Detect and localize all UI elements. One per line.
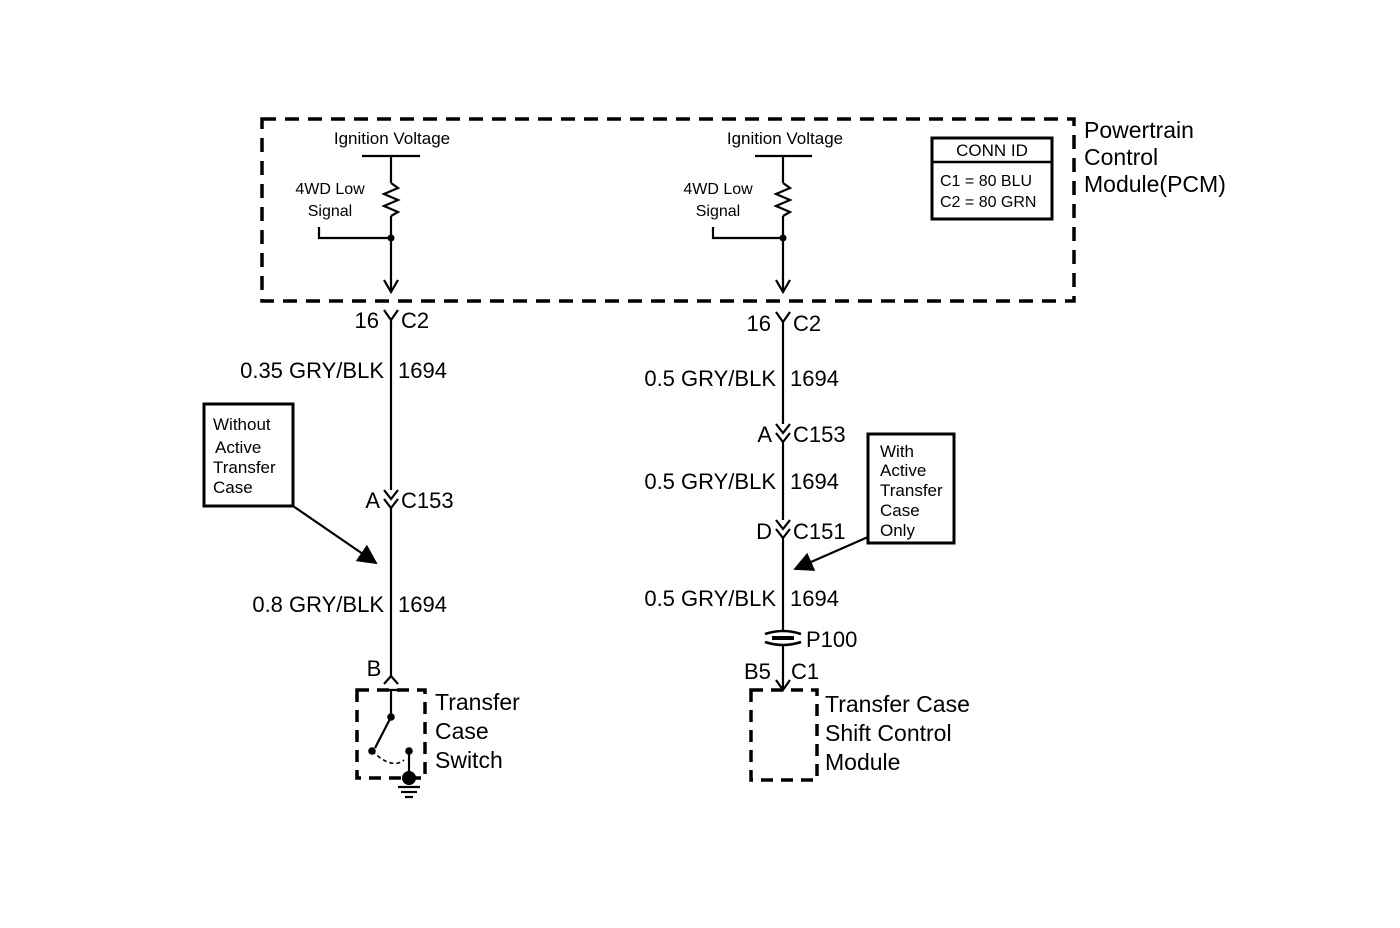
resistor-left [381, 182, 401, 217]
left-note-line-2: Active [215, 438, 261, 457]
arrow-right-pcm [775, 279, 791, 295]
right-c2-pin: 16 [747, 311, 771, 336]
module-pin-b5: B5 [744, 659, 771, 684]
left-c2-connector: C2 [401, 308, 429, 333]
left-note-arrow [292, 505, 378, 565]
ground-icon [398, 785, 420, 799]
transfer-case-switch-outline [355, 688, 427, 780]
connector-b-symbol [383, 674, 399, 685]
connector-c153-right-symbol [775, 423, 791, 435]
left-note-box: Without Active Transfer Case [202, 402, 295, 508]
module-connector-c1: C1 [791, 659, 819, 684]
right-c151-connector: C151 [793, 519, 846, 544]
right-wire2-gauge: 0.5 GRY/BLK [644, 469, 776, 494]
right-wire1-gauge: 0.5 GRY/BLK [644, 366, 776, 391]
right-note-box: With Active Transfer Case Only [866, 432, 956, 545]
left-wire2-circuit: 1694 [398, 592, 447, 617]
right-note-arrow [793, 535, 869, 571]
signal-right-line-2: Signal [696, 203, 740, 220]
left-note-line-4: Case [213, 478, 253, 497]
switch-contact [374, 716, 392, 749]
conn-id-c2: C2 = 80 GRN [940, 194, 1036, 211]
right-wire3-gauge: 0.5 GRY/BLK [644, 586, 776, 611]
signal-left-line-2: Signal [308, 203, 352, 220]
left-component-line-2: Case [435, 718, 489, 744]
ignition-voltage-right-label: Ignition Voltage [727, 129, 843, 148]
pcm-name-line-1: Powertrain [1084, 117, 1194, 143]
right-note-line-1: With [880, 442, 914, 461]
ignition-voltage-left-label: Ignition Voltage [334, 129, 450, 148]
right-component-line-2: Shift Control [825, 720, 952, 746]
pcm-boundary [260, 117, 1076, 303]
connector-c153-left-symbol [383, 489, 399, 501]
connector-c151-symbol [775, 519, 791, 531]
conn-id-c1: C1 = 80 BLU [940, 173, 1032, 190]
left-note-line-3: Transfer [213, 458, 276, 477]
connector-c2-left-symbol [383, 309, 399, 322]
left-circuit: 16 C2 0.35 GRY/BLK 1694 A C153 0.8 GRY/B… [202, 308, 520, 799]
right-wire3-circuit: 1694 [790, 586, 839, 611]
pcm-right-internal: Ignition Voltage 4WD Low Signal [683, 129, 843, 295]
shift-control-module-outline [749, 688, 819, 782]
right-wire2-circuit: 1694 [790, 469, 839, 494]
right-c153-pin: A [757, 422, 772, 447]
right-note-line-5: Only [880, 521, 915, 540]
connector-c2-right-symbol [775, 311, 791, 324]
right-wire1-circuit: 1694 [790, 366, 839, 391]
passthrough-p100-label: P100 [806, 627, 857, 652]
right-component-line-1: Transfer Case [825, 691, 970, 717]
right-c2-connector: C2 [793, 311, 821, 336]
right-note-line-2: Active [880, 461, 926, 480]
right-circuit: 16 C2 0.5 GRY/BLK 1694 A C153 0.5 GRY/BL… [644, 311, 970, 782]
right-note-line-3: Transfer [880, 481, 943, 500]
left-wire1-circuit: 1694 [398, 358, 447, 383]
left-c2-pin: 16 [355, 308, 379, 333]
right-c153-connector: C153 [793, 422, 846, 447]
signal-left-line-1: 4WD Low [295, 181, 365, 198]
signal-right-line-1: 4WD Low [683, 181, 753, 198]
arrow-left-pcm [383, 279, 399, 295]
left-c153-pin: A [365, 488, 380, 513]
right-component-line-3: Module [825, 749, 900, 775]
pcm-name-line-3: Module(PCM) [1084, 171, 1226, 197]
left-wire2-gauge: 0.8 GRY/BLK [252, 592, 384, 617]
left-wire1-gauge: 0.35 GRY/BLK [240, 358, 384, 383]
pcm-name-line-2: Control [1084, 144, 1158, 170]
passthrough-p100-symbol [764, 629, 802, 647]
right-c151-pin: D [756, 519, 772, 544]
pcm-left-internal: Ignition Voltage 4WD Low Signal [295, 129, 450, 295]
right-note-line-4: Case [880, 501, 920, 520]
left-c153-connector: C153 [401, 488, 454, 513]
conn-id-box: CONN ID C1 = 80 BLU C2 = 80 GRN [930, 136, 1054, 221]
conn-id-title: CONN ID [956, 141, 1028, 160]
resistor-right [773, 182, 793, 217]
left-note-line-1: Without [213, 415, 271, 434]
left-component-line-3: Switch [435, 747, 503, 773]
switch-pin-b: B [367, 656, 382, 681]
left-component-line-1: Transfer [435, 689, 520, 715]
